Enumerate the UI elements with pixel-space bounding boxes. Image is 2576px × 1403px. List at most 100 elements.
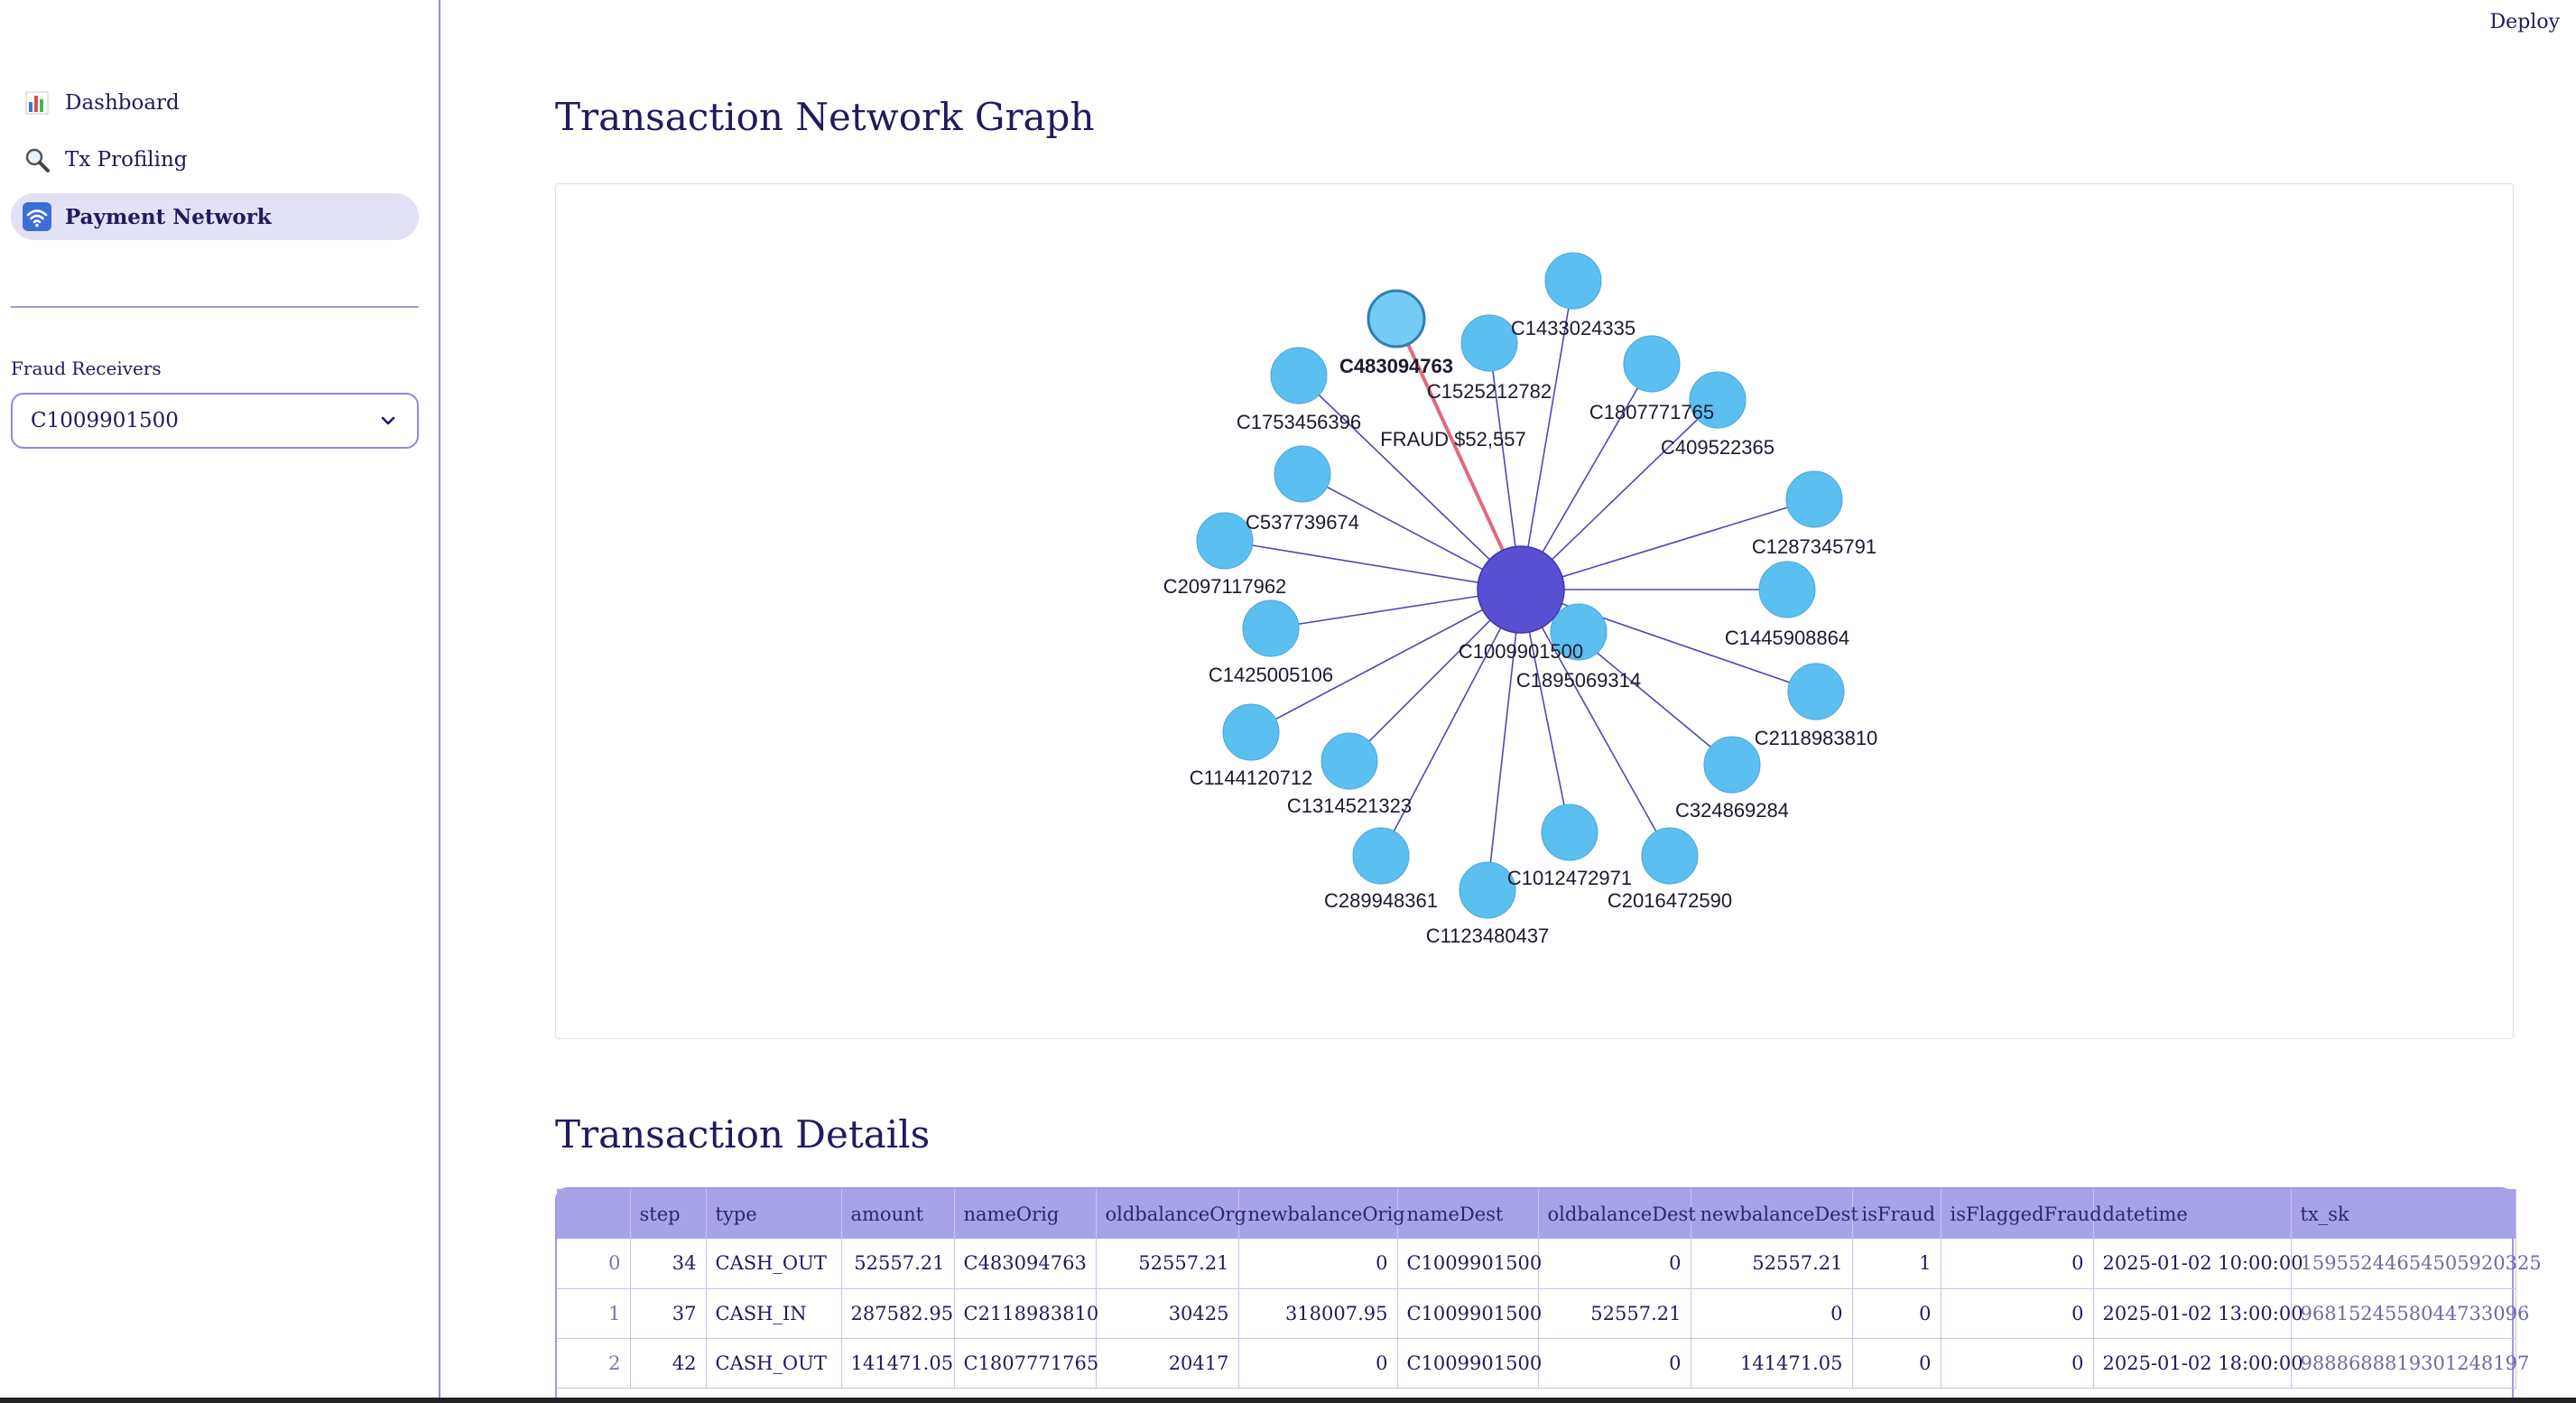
- sidebar-item-label: Payment Network: [65, 204, 272, 229]
- table-cell[interactable]: 20417: [1096, 1338, 1239, 1389]
- selected-value: C1009901500: [31, 409, 179, 432]
- graph-node[interactable]: [1641, 827, 1699, 885]
- table-cell[interactable]: 0: [1538, 1239, 1691, 1289]
- graph-node[interactable]: [1222, 703, 1280, 761]
- fraud-receivers-select[interactable]: C1009901500: [11, 393, 419, 449]
- column-header[interactable]: nameOrig: [954, 1189, 1097, 1239]
- table-cell[interactable]: 0: [1238, 1239, 1398, 1289]
- table-cell[interactable]: 9888688819301248197: [2291, 1338, 2529, 1389]
- table-cell[interactable]: C1009901500: [1397, 1239, 1542, 1289]
- sidebar-item-dashboard[interactable]: Dashboard: [11, 79, 419, 126]
- table-cell[interactable]: CASH_IN: [706, 1288, 842, 1339]
- table-cell[interactable]: 141471.05: [1691, 1338, 1853, 1389]
- table-cell[interactable]: 2025-01-02 13:00:00: [2093, 1288, 2303, 1339]
- table-cell[interactable]: C1009901500: [1397, 1338, 1542, 1389]
- table-cell[interactable]: 0: [1852, 1338, 1941, 1389]
- graph-node[interactable]: [1270, 347, 1328, 404]
- table-cell[interactable]: C2118983810: [954, 1288, 1098, 1339]
- table-cell[interactable]: 9681524558044733096: [2291, 1288, 2529, 1339]
- graph-node[interactable]: [1352, 827, 1410, 885]
- graph-edge: [1520, 280, 1574, 590]
- column-header[interactable]: nameDest: [1397, 1189, 1539, 1239]
- column-header[interactable]: step: [630, 1189, 707, 1239]
- graph-node[interactable]: [1623, 335, 1681, 393]
- node-label: C1425005106: [1209, 664, 1333, 686]
- table-cell[interactable]: 0: [557, 1239, 631, 1289]
- graph-node[interactable]: [1367, 289, 1426, 348]
- table-cell[interactable]: 318007.95: [1238, 1288, 1398, 1339]
- column-header[interactable]: tx_sk: [2291, 1189, 2516, 1239]
- graph-node[interactable]: [1544, 252, 1602, 310]
- table-cell[interactable]: C1009901500: [1397, 1288, 1542, 1339]
- table-cell[interactable]: 0: [1941, 1239, 2094, 1289]
- table-cell[interactable]: 52557.21: [841, 1239, 955, 1289]
- graph-node[interactable]: [1541, 804, 1598, 861]
- table-cell[interactable]: 0: [1852, 1288, 1941, 1339]
- table-cell[interactable]: C483094763: [954, 1239, 1097, 1289]
- sidebar-item-tx-profiling[interactable]: Tx Profiling: [11, 136, 419, 183]
- column-header[interactable]: oldbalanceDest: [1538, 1189, 1696, 1239]
- column-header[interactable]: newbalanceDest: [1691, 1189, 1858, 1239]
- table-cell[interactable]: 0: [1538, 1338, 1691, 1389]
- table-cell[interactable]: CASH_OUT: [706, 1338, 842, 1389]
- page-title: Transaction Network Graph: [555, 95, 1095, 139]
- table-cell[interactable]: 1: [1852, 1239, 1941, 1289]
- graph-node[interactable]: [1785, 470, 1843, 528]
- graph-node[interactable]: [1787, 663, 1845, 720]
- table-cell[interactable]: 2025-01-02 10:00:00: [2093, 1239, 2303, 1289]
- table-cell[interactable]: 30425: [1096, 1288, 1239, 1339]
- graph-node[interactable]: [1242, 599, 1300, 657]
- table-cell[interactable]: 141471.05: [841, 1338, 955, 1389]
- table-cell[interactable]: 42: [630, 1338, 707, 1389]
- table-cell[interactable]: C1807771765: [954, 1338, 1098, 1389]
- node-label: C409522365: [1661, 436, 1774, 459]
- table-cell[interactable]: 52557.21: [1691, 1239, 1853, 1289]
- node-label: C1753456396: [1237, 411, 1361, 433]
- sidebar-item-payment-network[interactable]: Payment Network: [11, 193, 419, 240]
- graph-node[interactable]: [1550, 603, 1608, 661]
- table-cell[interactable]: 1595524465450592032​5: [2291, 1239, 2542, 1289]
- graph-node[interactable]: [1274, 445, 1331, 503]
- node-label: C1433024335: [1511, 317, 1635, 339]
- table-cell[interactable]: 0: [1941, 1338, 2094, 1389]
- graph-node[interactable]: [1703, 736, 1761, 794]
- graph-edge: [1487, 589, 1522, 891]
- column-header[interactable]: datetime: [2093, 1189, 2292, 1239]
- table-cell[interactable]: 0: [1691, 1288, 1853, 1339]
- table-cell[interactable]: 52557.21: [1096, 1239, 1239, 1289]
- graph-node[interactable]: [1320, 732, 1378, 790]
- table-cell[interactable]: 2: [557, 1338, 631, 1389]
- node-label: C2097117962: [1163, 575, 1287, 598]
- network-graph[interactable]: FRAUD $52,557C483094763C1433024335C15252…: [555, 183, 2514, 1039]
- graph-node[interactable]: [1460, 314, 1518, 372]
- table-cell[interactable]: 0: [1941, 1288, 2094, 1339]
- graph-node[interactable]: [1196, 512, 1254, 570]
- column-header[interactable]: [557, 1189, 631, 1239]
- graph-node[interactable]: [1459, 861, 1516, 919]
- table-cell[interactable]: 52557.21: [1538, 1288, 1691, 1339]
- sidebar: Dashboard Tx Profiling Paym: [0, 0, 440, 1403]
- column-header[interactable]: isFlaggedFraud: [1941, 1189, 2102, 1239]
- table-cell[interactable]: 0: [1238, 1338, 1398, 1389]
- center-node[interactable]: [1477, 545, 1565, 634]
- table-cell[interactable]: 287582.95: [841, 1288, 955, 1339]
- column-header[interactable]: type: [706, 1189, 842, 1239]
- bottom-edge: [0, 1398, 2576, 1403]
- graph-node[interactable]: [1758, 561, 1816, 618]
- column-header[interactable]: amount: [841, 1189, 955, 1239]
- table-cell[interactable]: CASH_OUT: [706, 1239, 842, 1289]
- table-cell[interactable]: 37: [630, 1288, 707, 1339]
- column-header[interactable]: oldbalanceOrg: [1096, 1189, 1246, 1239]
- graph-node[interactable]: [1689, 371, 1747, 429]
- column-header[interactable]: isFraud: [1852, 1189, 1941, 1239]
- sidebar-divider: [11, 306, 419, 308]
- table-cell[interactable]: 2025-01-02 18:00:00: [2093, 1338, 2303, 1389]
- column-header[interactable]: newbalanceOrig: [1238, 1189, 1405, 1239]
- table-cell[interactable]: 34: [630, 1239, 707, 1289]
- table-cell[interactable]: 1: [557, 1288, 631, 1339]
- transaction-table[interactable]: step type amount nameOrig oldbalanceOrg …: [555, 1187, 2542, 1403]
- deploy-button[interactable]: Deploy: [2489, 11, 2560, 33]
